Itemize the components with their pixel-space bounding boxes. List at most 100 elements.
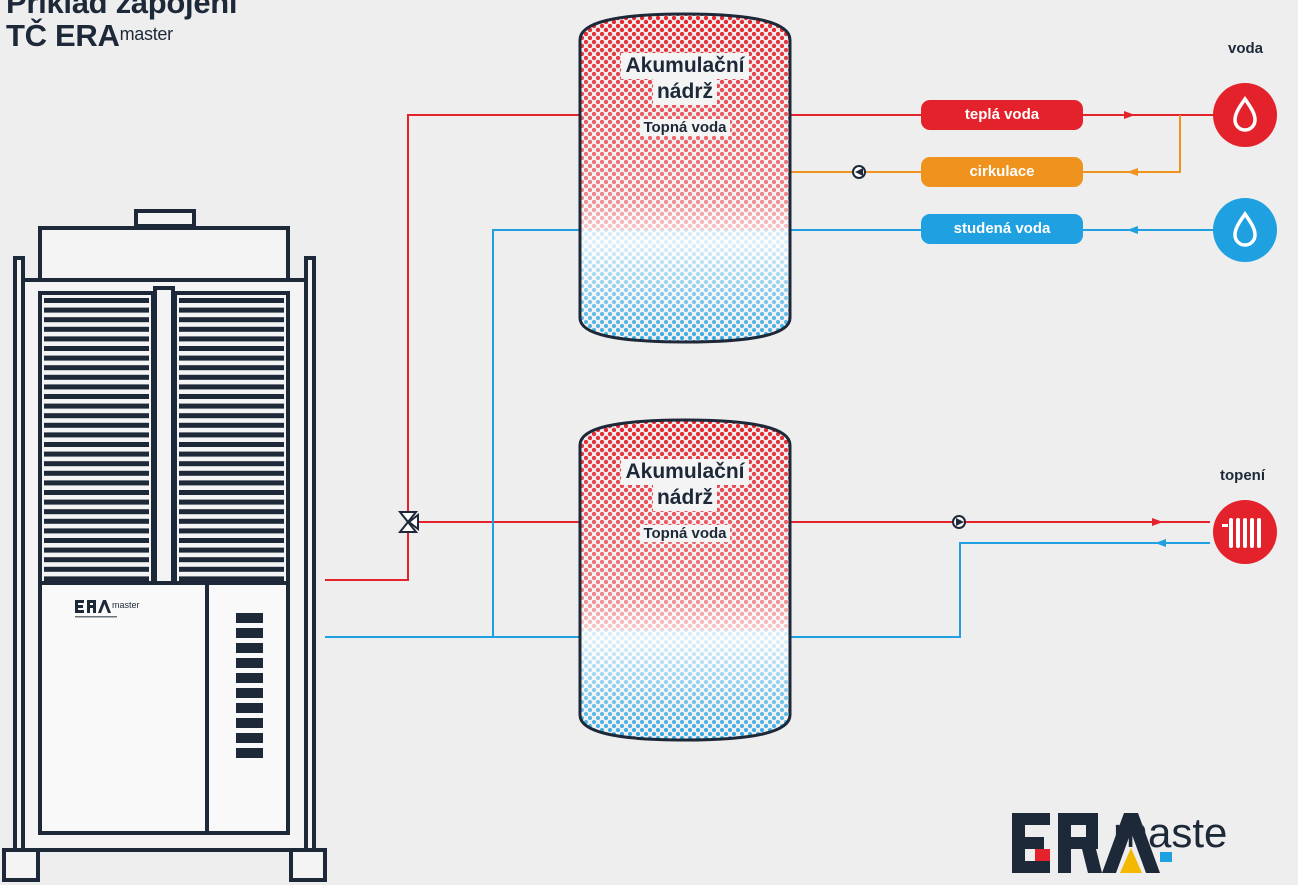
louver-slat	[179, 394, 284, 399]
louver-slat	[44, 317, 149, 323]
louver-slat	[179, 298, 284, 303]
tank-2-title-1: Akumulační	[621, 459, 749, 485]
louver-slat	[44, 480, 149, 486]
cold-water-pill: studená voda	[921, 214, 1083, 244]
tank-1-subtitle: Topná voda	[640, 119, 730, 136]
louver-slat	[179, 442, 284, 447]
louver-slat	[179, 547, 284, 553]
arrow-hot-water	[1124, 111, 1135, 119]
louver-slat	[44, 509, 149, 515]
louver-slat	[44, 326, 149, 332]
louver-slat	[179, 528, 284, 534]
louver-slat	[44, 422, 149, 428]
control-panel-keys	[236, 613, 263, 758]
arrow-circulation	[1127, 168, 1138, 176]
louver-slat	[44, 413, 149, 419]
arrow-cold-water	[1127, 226, 1138, 234]
louver-slat	[179, 307, 284, 313]
louver-slat	[179, 451, 284, 457]
title-era: TČ ERA	[6, 18, 120, 53]
louver-slat	[44, 557, 149, 563]
louver-slat	[44, 528, 149, 534]
title-sup: master	[119, 24, 174, 44]
louver-slat	[44, 374, 149, 380]
louver-slat	[179, 355, 284, 361]
louver-slat	[44, 365, 149, 371]
unit-logo-text: master	[112, 600, 140, 610]
louver-slat	[179, 326, 284, 332]
arrow-heating-supply	[1152, 518, 1163, 526]
louver-slat	[179, 518, 284, 524]
arrow-heating-return	[1155, 539, 1166, 547]
brand-logo-text: maste	[1113, 809, 1228, 856]
three-way-valve-icon	[397, 511, 419, 533]
water-label: voda	[1228, 40, 1264, 57]
hot-water-pill: teplá voda	[921, 100, 1083, 130]
era-brand-logo	[1012, 813, 1172, 873]
heating-label: topení	[1220, 467, 1265, 484]
title-line-2: TČ ERAmaster	[6, 19, 237, 52]
circulation-pipe	[790, 115, 1181, 173]
hot-water-drop-icon	[1213, 83, 1277, 147]
louver-slat	[44, 403, 149, 409]
tank-2-subtitle: Topná voda	[640, 525, 730, 542]
heating-return-pipe	[790, 542, 1210, 638]
louver-slat	[179, 566, 284, 572]
tank-2-title-2: nádrž	[652, 485, 717, 511]
heating-pump-icon	[952, 515, 966, 529]
louver-slat	[179, 317, 284, 323]
louver-slat	[44, 442, 149, 447]
louver-slat	[44, 355, 149, 361]
louver-slat	[179, 384, 284, 390]
louver-slat	[44, 394, 149, 399]
louver-slat	[179, 538, 284, 543]
cold-water-drop-icon	[1213, 198, 1277, 262]
louver-slat	[179, 461, 284, 467]
louver-slat	[44, 576, 149, 582]
louver-slat	[44, 499, 149, 505]
louver-slat	[44, 470, 149, 476]
louver-slat	[179, 346, 284, 351]
louver-slat	[179, 365, 284, 371]
cold-riser-pipe	[492, 229, 580, 637]
louver-slat	[179, 576, 284, 582]
unit-era-logo: master	[75, 600, 140, 618]
louver-slat	[44, 518, 149, 524]
louver-slat	[179, 499, 284, 505]
grille-louvers	[44, 298, 284, 582]
louver-slat	[44, 432, 149, 438]
louver-slat	[179, 509, 284, 515]
louver-slat	[179, 470, 284, 476]
louver-slat	[44, 490, 149, 495]
louver-slat	[44, 384, 149, 390]
louver-slat	[44, 298, 149, 303]
louver-slat	[44, 461, 149, 467]
louver-slat	[179, 413, 284, 419]
louver-slat	[44, 307, 149, 313]
radiator-icon	[1213, 500, 1277, 564]
louver-slat	[179, 422, 284, 428]
louver-slat	[44, 336, 149, 342]
tank-1-title-1: Akumulační	[621, 53, 749, 79]
louver-slat	[179, 336, 284, 342]
louver-slat	[179, 557, 284, 563]
tank-1-label: Akumulační nádrž Topná voda	[575, 53, 795, 137]
circulation-pump-icon	[852, 165, 866, 179]
louver-slat	[44, 346, 149, 351]
circulation-pill: cirkulace	[921, 157, 1083, 187]
louver-slat	[179, 374, 284, 380]
title-line-1: Příklad zapojení	[6, 0, 238, 20]
hot-supply-pipe	[325, 114, 580, 581]
diagram-title: Příklad zapojení TČ ERAmaster	[6, 0, 238, 52]
tank-2-label: Akumulační nádrž Topná voda	[575, 459, 795, 543]
louver-slat	[179, 403, 284, 409]
louver-slat	[179, 490, 284, 495]
louver-slat	[44, 451, 149, 457]
louver-slat	[179, 432, 284, 438]
louver-slat	[44, 547, 149, 553]
louver-slat	[44, 538, 149, 543]
tank-1-title-2: nádrž	[652, 79, 717, 105]
louver-slat	[179, 480, 284, 486]
louver-slat	[44, 566, 149, 572]
